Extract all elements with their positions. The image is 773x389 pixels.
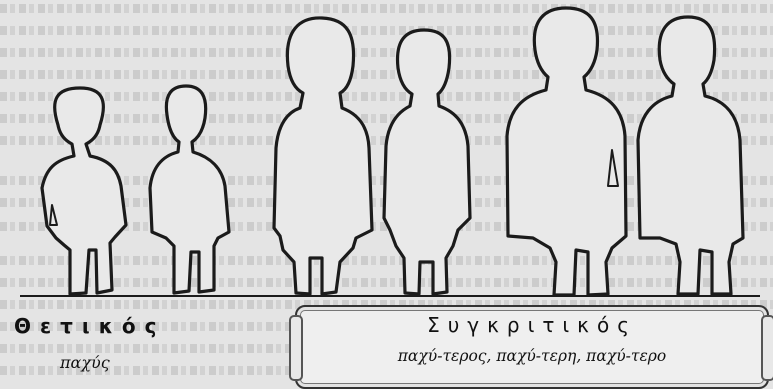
positive-degree-title: Θετικός [14,314,166,338]
boy-figure-2 [638,17,743,294]
comparative-degree-title: Συγκριτικός [297,313,767,337]
comparative-forms-label: παχύ-τερος, παχύ-τερη, παχύ-τερο [297,347,767,365]
comparative-scroll-banner: Συγκριτικός παχύ-τερος, παχύ-τερη, παχύ-… [295,305,769,389]
positive-form-label: παχύς [60,353,110,372]
girl-figure-2 [384,30,470,294]
child-figure-2 [150,86,229,293]
girl-figure-1 [274,18,372,294]
child-figure-1 [42,88,126,294]
boy-figure-1 [507,8,626,295]
